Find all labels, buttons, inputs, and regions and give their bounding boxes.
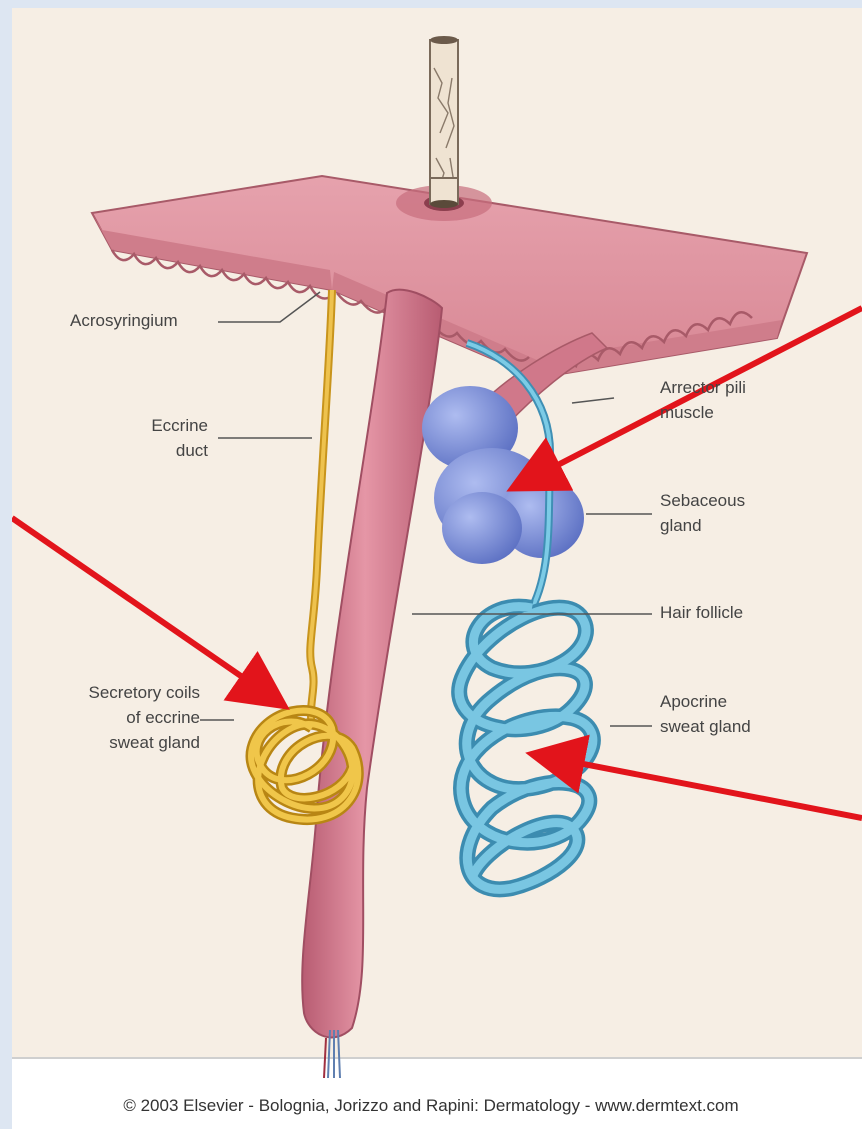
label-secretory-line2: of eccrine <box>126 707 200 729</box>
label-eccrine-duct-line2: duct <box>176 440 208 462</box>
label-secretory-line1: Secretory coils <box>89 682 200 704</box>
label-arrector-pili-line1: Arrector pili <box>660 377 746 399</box>
label-sebaceous-line1: Sebaceous <box>660 490 745 512</box>
label-apocrine-line1: Apocrine <box>660 691 727 713</box>
hair-root <box>328 1030 340 1078</box>
copyright-caption: © 2003 Elsevier - Bolognia, Jorizzo and … <box>0 1096 862 1116</box>
figure-panel: Acrosyringium Eccrine duct Arrector pili… <box>12 8 862 1129</box>
label-eccrine-duct-line1: Eccrine <box>151 415 208 437</box>
label-acrosyringium: Acrosyringium <box>70 310 178 332</box>
label-apocrine-line2: sweat gland <box>660 716 751 738</box>
label-sebaceous-line2: gland <box>660 515 702 537</box>
label-secretory-line3: sweat gland <box>109 732 200 754</box>
label-arrector-pili-line2: muscle <box>660 402 714 424</box>
label-hair-follicle: Hair follicle <box>660 602 743 624</box>
skin-appendages-diagram <box>12 8 862 1129</box>
